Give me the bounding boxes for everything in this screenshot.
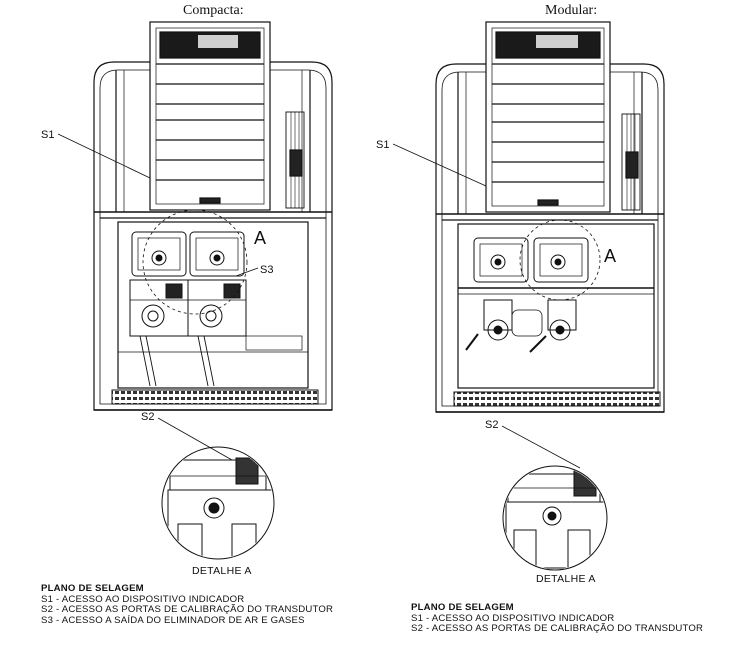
label-s2-modular: S2 <box>485 419 498 431</box>
label-a-compacta: A <box>254 228 266 248</box>
label-s1-modular: S1 <box>376 139 389 151</box>
detail-a-modular <box>502 465 608 571</box>
legend-line: S3 - ACESSO A SAÍDA DO ELIMINADOR DE AR … <box>41 614 305 626</box>
legend-modular: PLANO DE SELAGEM S1 - ACESSO AO DISPOSIT… <box>411 602 704 635</box>
legend-line: S1 - ACESSO AO DISPOSITIVO INDICADOR <box>411 612 615 624</box>
legend-compacta: PLANO DE SELAGEM S1 - ACESSO AO DISPOSIT… <box>41 583 334 626</box>
detail-caption-modular: DETALHE A <box>536 573 596 585</box>
label-s1-compacta: S1 <box>41 129 54 141</box>
legend-line: S2 - ACESSO AS PORTAS DE CALIBRAÇÃO DO T… <box>411 623 704 634</box>
modular-dispenser <box>392 21 665 469</box>
label-a-modular: A <box>604 246 616 266</box>
label-s2-compacta: S2 <box>141 411 154 423</box>
detail-caption-compacta: DETALHE A <box>192 565 252 577</box>
legend-line: S1 - ACESSO AO DISPOSITIVO INDICADOR <box>41 593 245 605</box>
legend-title: PLANO DE SELAGEM <box>41 583 144 594</box>
compacta-dispenser <box>57 21 333 461</box>
title-compacta: Compacta: <box>183 3 244 18</box>
legend-line: S2 - ACESSO AS PORTAS DE CALIBRAÇÃO DO T… <box>41 604 334 615</box>
title-modular: Modular: <box>545 3 598 18</box>
detail-a-compacta <box>161 446 275 560</box>
label-s3-compacta: S3 <box>260 264 273 276</box>
legend-title: PLANO DE SELAGEM <box>411 602 514 613</box>
